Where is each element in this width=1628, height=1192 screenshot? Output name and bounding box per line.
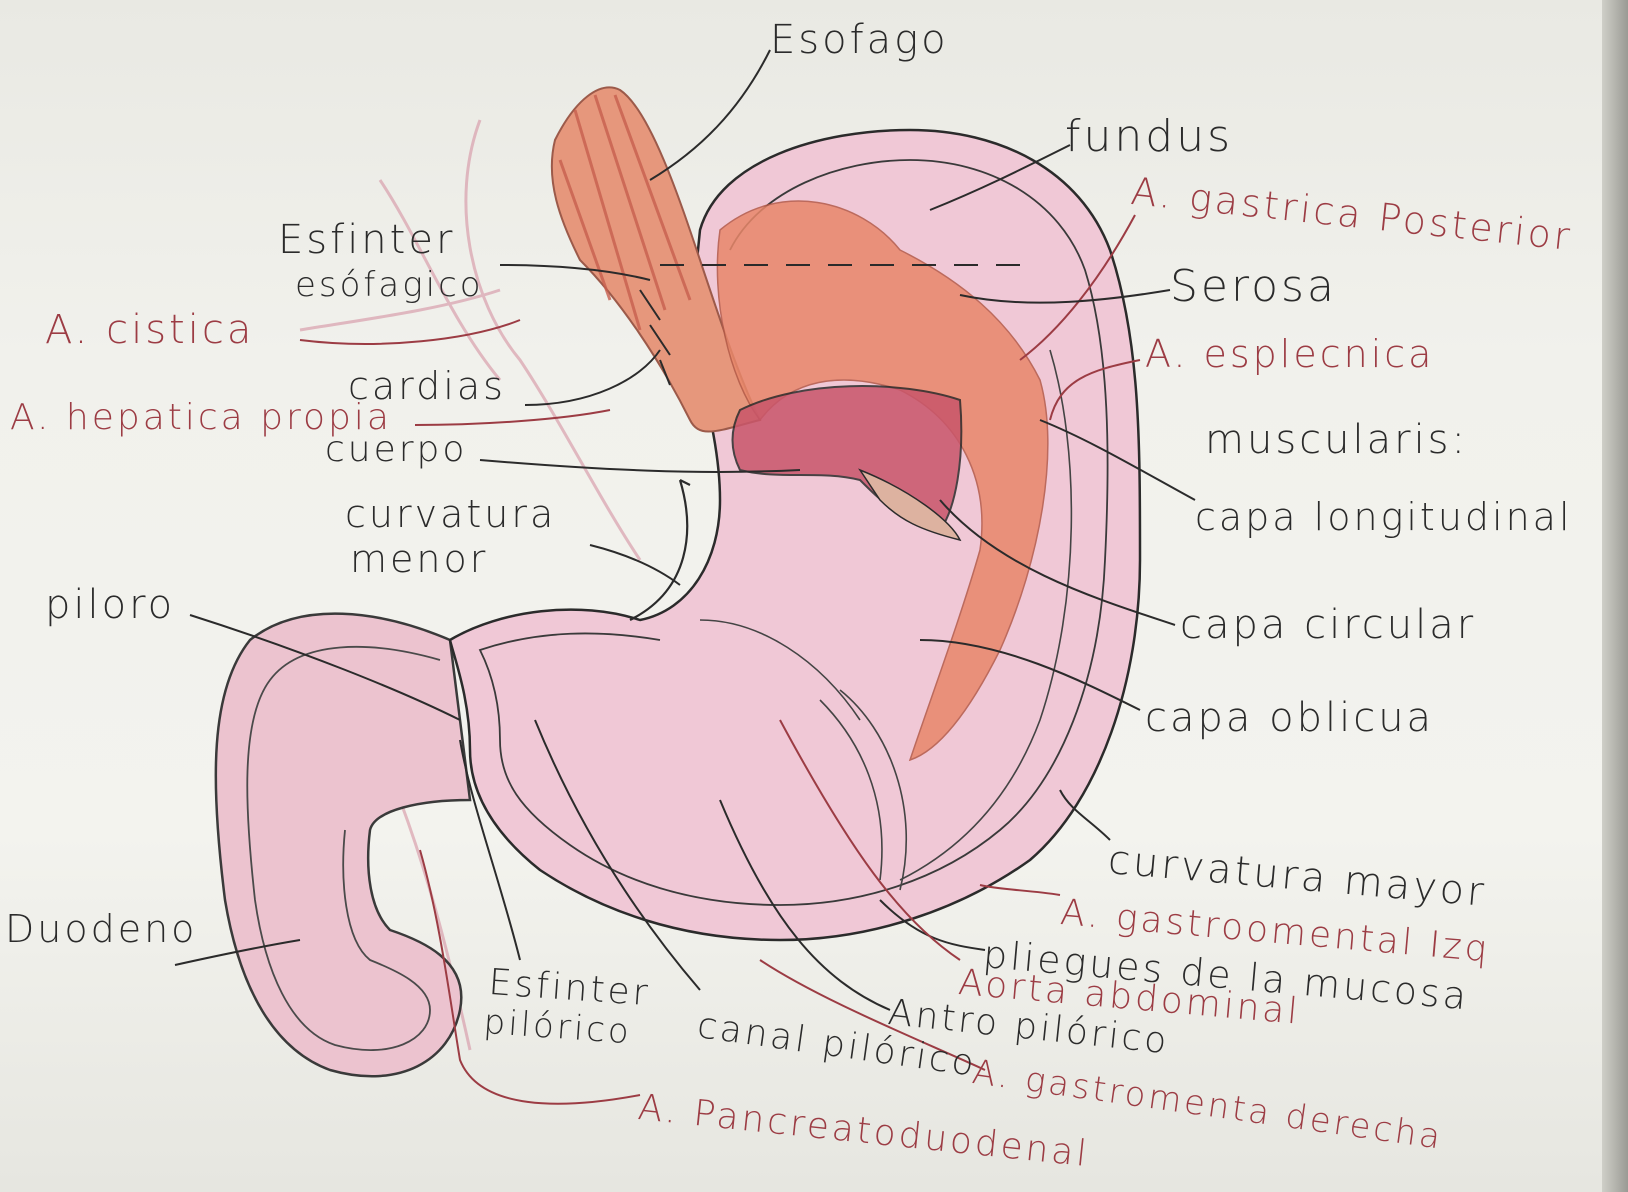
leader-hepatica: [415, 410, 610, 425]
label-capa-oblicua: capa oblicua: [1145, 698, 1434, 738]
leader-cardias: [525, 350, 660, 405]
paper-edge-shadow: [1602, 0, 1628, 1192]
label-capa-circular: capa circular: [1180, 605, 1476, 645]
leader-esofago: [650, 50, 770, 180]
label-esofago: Esofago: [770, 20, 949, 60]
label-piloro: piloro: [45, 585, 175, 625]
label-serosa: Serosa: [1170, 265, 1337, 309]
label-cuerpo: cuerpo: [325, 432, 467, 468]
label-capa-longitudinal: capa longitudinal: [1195, 498, 1573, 536]
label-a-cistica: A. cistica: [45, 310, 254, 350]
duodenum-outer: [216, 614, 470, 1077]
label-esfinter-esofagico-1: Esfinter: [278, 220, 455, 260]
label-duodeno: Duodeno: [5, 910, 197, 948]
label-muscularis: muscularis:: [1205, 420, 1468, 460]
label-esfinter-pilorico-2: pilórico: [483, 1005, 633, 1049]
duodenum: [216, 614, 470, 1077]
label-curvatura-menor-1: curvatura: [345, 495, 556, 533]
leader-gastroomental: [980, 885, 1060, 895]
label-a-esplecnica: A. esplecnica: [1145, 335, 1434, 373]
label-curvatura-menor-2: menor: [350, 540, 488, 578]
label-fundus: fundus: [1065, 115, 1233, 159]
label-esfinter-esofagico-2: esófagico: [295, 268, 484, 302]
